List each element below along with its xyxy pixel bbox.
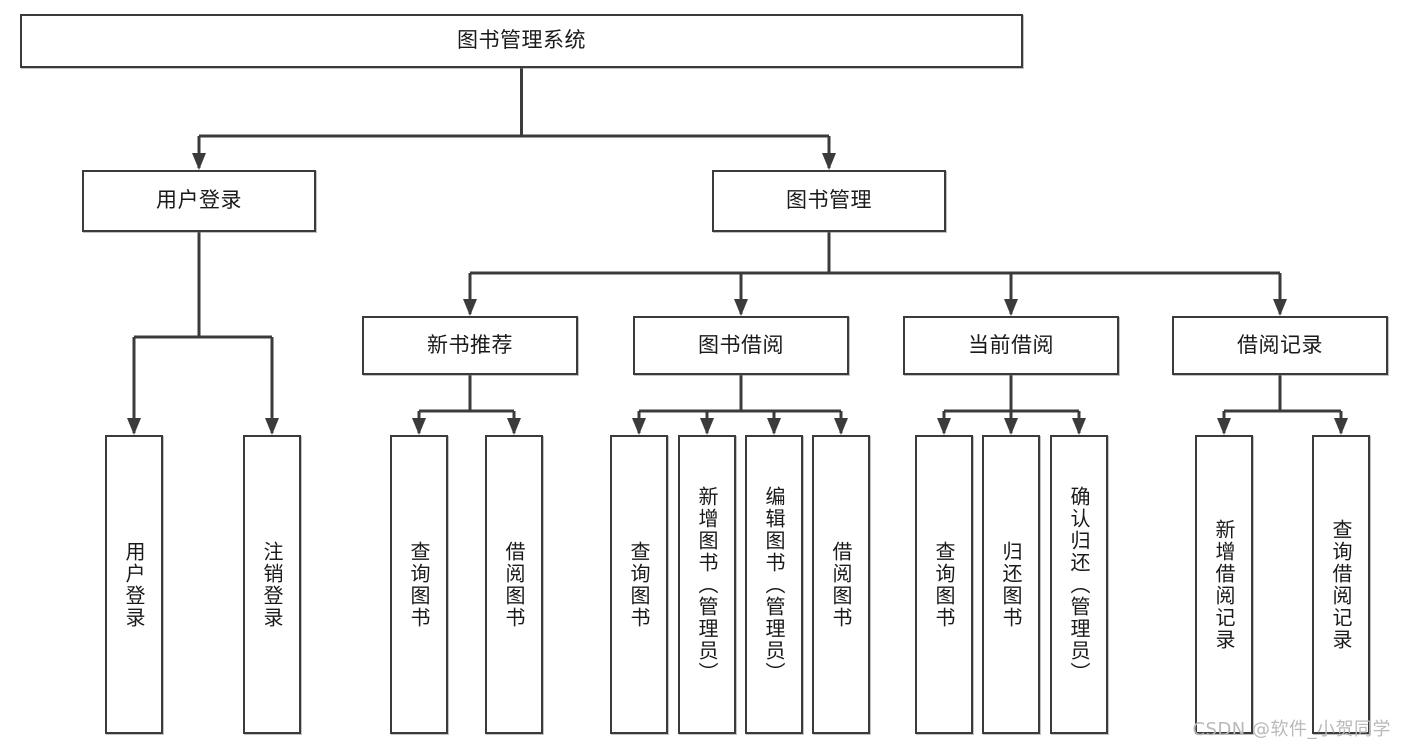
node-borrow-record-label: 借阅记录: [1237, 332, 1323, 357]
node-new-book-recommend-label: 新书推荐: [427, 332, 513, 357]
node-leaf-user-logout[interactable]: 注销登录: [243, 435, 301, 734]
node-leaf-user-login-label: 用户登录: [122, 540, 146, 629]
node-book-manage[interactable]: 图书管理: [712, 170, 946, 232]
node-borrow-record[interactable]: 借阅记录: [1172, 316, 1388, 375]
node-leaf-query-record[interactable]: 查询借阅记录: [1312, 435, 1370, 734]
node-leaf-user-login[interactable]: 用户登录: [105, 435, 163, 734]
node-leaf-query-book-rec[interactable]: 查询图书: [390, 435, 448, 734]
node-book-manage-label: 图书管理: [786, 188, 872, 213]
node-leaf-query-book-rec-label: 查询图书: [407, 540, 431, 629]
node-leaf-user-logout-label: 注销登录: [260, 540, 284, 629]
node-book-borrow-label: 图书借阅: [698, 332, 784, 357]
node-current-borrow[interactable]: 当前借阅: [903, 316, 1119, 375]
node-current-borrow-label: 当前借阅: [968, 332, 1054, 357]
node-leaf-query-record-label: 查询借阅记录: [1329, 518, 1353, 651]
node-leaf-add-book-label: 新增图书（管理员）: [695, 485, 719, 684]
node-leaf-query-book-borrow-label: 查询图书: [627, 540, 651, 629]
node-leaf-return-book-label: 归还图书: [999, 540, 1023, 629]
node-leaf-query-book-cur-label: 查询图书: [932, 540, 956, 629]
node-leaf-add-record[interactable]: 新增借阅记录: [1195, 435, 1253, 734]
node-new-book-recommend[interactable]: 新书推荐: [362, 316, 578, 375]
node-root[interactable]: 图书管理系统: [20, 14, 1023, 68]
node-leaf-return-book[interactable]: 归还图书: [982, 435, 1040, 734]
csdn-watermark: CSDN @软件_小贺同学: [1192, 719, 1391, 740]
node-user-login[interactable]: 用户登录: [82, 170, 316, 232]
node-leaf-query-book-cur[interactable]: 查询图书: [915, 435, 973, 734]
node-root-label: 图书管理系统: [457, 28, 586, 53]
node-leaf-borrow-book-rec-label: 借阅图书: [502, 540, 526, 629]
node-leaf-borrow-book-label: 借阅图书: [829, 540, 853, 629]
node-leaf-add-book[interactable]: 新增图书（管理员）: [678, 435, 736, 734]
node-leaf-edit-book[interactable]: 编辑图书（管理员）: [745, 435, 803, 734]
node-leaf-edit-book-label: 编辑图书（管理员）: [762, 485, 786, 684]
node-leaf-query-book-borrow[interactable]: 查询图书: [610, 435, 668, 734]
node-user-login-label: 用户登录: [156, 188, 242, 213]
node-book-borrow[interactable]: 图书借阅: [633, 316, 849, 375]
node-leaf-borrow-book-rec[interactable]: 借阅图书: [485, 435, 543, 734]
node-leaf-confirm-return-label: 确认归还（管理员）: [1067, 485, 1091, 684]
node-leaf-confirm-return[interactable]: 确认归还（管理员）: [1050, 435, 1108, 734]
node-leaf-add-record-label: 新增借阅记录: [1212, 518, 1236, 651]
node-leaf-borrow-book[interactable]: 借阅图书: [812, 435, 870, 734]
